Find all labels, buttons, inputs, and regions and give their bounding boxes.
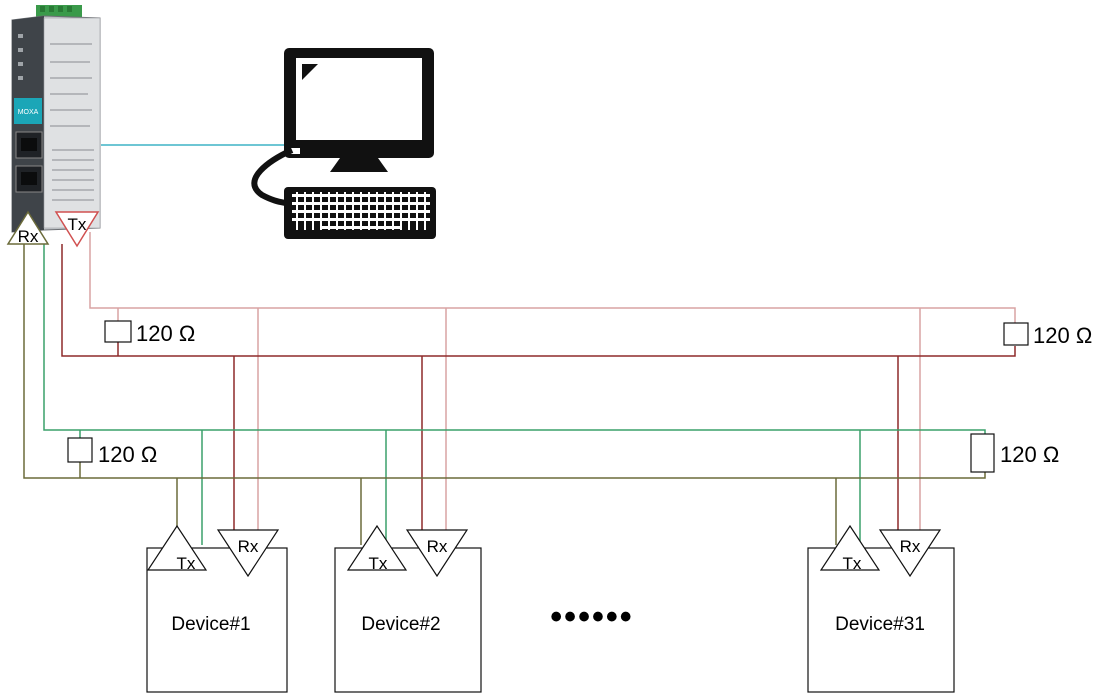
- device-name: Device#31: [835, 614, 925, 635]
- device-rx-triangle: [878, 529, 942, 578]
- terminator-label: 120 Ω: [136, 321, 195, 346]
- device-name: Device#1: [171, 614, 250, 635]
- brand-label: [14, 98, 42, 124]
- terminator-label: 120 Ω: [98, 442, 157, 467]
- brand-text: MOXA: [18, 109, 39, 116]
- resistor-box: [104, 320, 132, 343]
- terminal-pins: [40, 6, 72, 12]
- front-panel-text-lines: [50, 43, 94, 201]
- converter-tx-label: Tx: [68, 215, 87, 234]
- device-box: [146, 547, 288, 693]
- device-tx-label: Tx: [177, 554, 196, 573]
- keyboard-keys: [292, 192, 430, 230]
- converter-rx-triangle: Rx: [6, 210, 50, 246]
- serial-converter: MOXA: [11, 5, 101, 233]
- device-tx-triangle: [146, 524, 208, 571]
- ellipsis: ••••••: [550, 598, 633, 636]
- device-rx-label: Rx: [900, 537, 921, 556]
- screen-glare: [302, 64, 318, 80]
- terminator-tx-right: 120 Ω: [1003, 322, 1092, 348]
- resistor-box: [1003, 322, 1029, 346]
- device-tx-label: Tx: [843, 554, 862, 573]
- monitor-screen: [296, 58, 422, 140]
- terminator-rx-right: 120 Ω: [970, 433, 1059, 473]
- device-rx-label: Rx: [238, 537, 259, 556]
- device-tx-label: Tx: [369, 554, 388, 573]
- terminator-tx-left: 120 Ω: [104, 320, 195, 346]
- device-31: Tx Rx Device#31: [807, 524, 955, 693]
- resistor-box: [970, 433, 995, 473]
- device-rx-triangle: [405, 529, 469, 578]
- device-name: Device#2: [361, 614, 440, 635]
- rx-bus-olive: [23, 244, 986, 545]
- tx-bus-dark: [61, 244, 1016, 530]
- tx-bus-light: [89, 232, 1016, 530]
- device-rx-triangle: [216, 529, 280, 578]
- converter-tx-triangle: Tx: [54, 211, 100, 248]
- converter-front-panel: [43, 17, 101, 229]
- converter-rx-label: Rx: [18, 227, 39, 246]
- device-tx-triangle: [819, 524, 881, 571]
- terminator-label: 120 Ω: [1033, 323, 1092, 348]
- desktop-computer-icon: [251, 48, 436, 239]
- device-tx-triangle: [346, 524, 408, 571]
- device-rx-label: Rx: [427, 537, 448, 556]
- terminator-rx-left: 120 Ω: [67, 437, 157, 467]
- monitor-stand: [330, 158, 388, 172]
- device-2: Tx Rx Device#2: [334, 524, 482, 693]
- rx-bus-green: [43, 244, 986, 545]
- rj45-port-1: [15, 131, 43, 159]
- resistor-box: [67, 437, 93, 463]
- terminator-label: 120 Ω: [1000, 442, 1059, 467]
- keyboard-cable: [251, 147, 294, 207]
- device-box: [807, 547, 955, 693]
- status-leds: [18, 34, 23, 80]
- device-1: Tx Rx Device#1: [146, 524, 288, 693]
- device-box: [334, 547, 482, 693]
- rj45-port-2: [15, 165, 43, 193]
